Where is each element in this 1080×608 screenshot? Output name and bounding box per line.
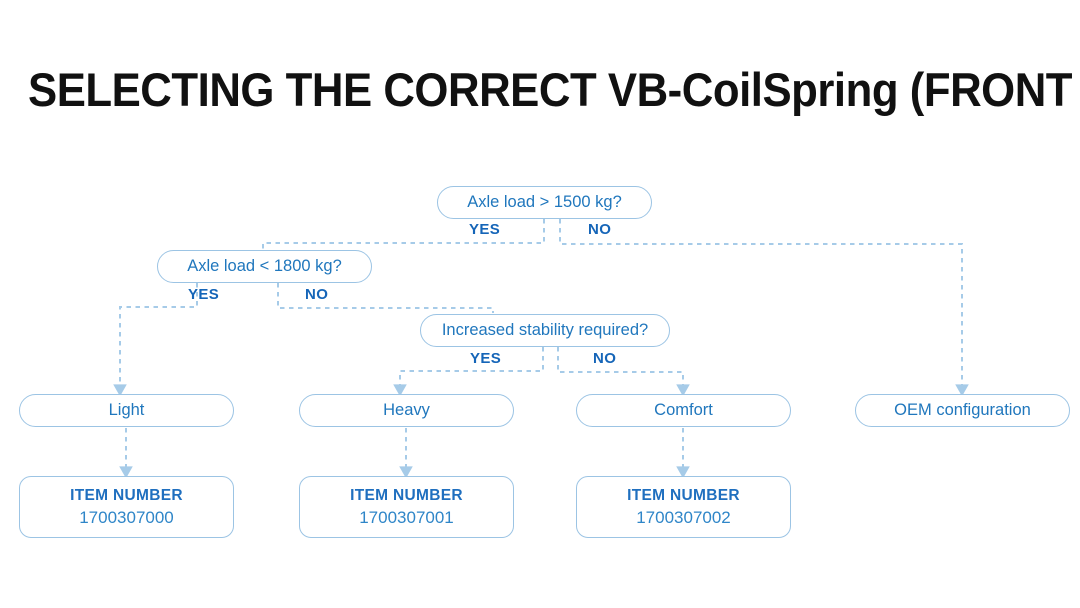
- outcome-label: Heavy: [383, 401, 430, 419]
- edge-q1-no: [559, 219, 969, 397]
- edge-q1-yes: [262, 219, 545, 249]
- decision-node-axle-load-1800[interactable]: Axle load < 1800 kg?: [157, 250, 372, 283]
- decision-node-increased-stability[interactable]: Increased stability required?: [420, 314, 670, 347]
- item-number-title: ITEM NUMBER: [627, 486, 740, 504]
- branch-label-q1-no: NO: [588, 221, 612, 238]
- item-number-title: ITEM NUMBER: [350, 486, 463, 504]
- edge-q2-no: [277, 283, 494, 313]
- page-title: SELECTING THE CORRECT VB-CoilSpring (FRO…: [28, 63, 1080, 116]
- branch-label-q2-yes: YES: [188, 286, 220, 303]
- item-number-box-3[interactable]: ITEM NUMBER 1700307002: [576, 476, 791, 538]
- outcome-label: OEM configuration: [894, 401, 1031, 419]
- item-number-value: 1700307001: [359, 507, 454, 527]
- decision-node-axle-load-1500[interactable]: Axle load > 1500 kg?: [437, 186, 652, 219]
- outcome-pill-comfort[interactable]: Comfort: [576, 394, 791, 427]
- branch-label-q1-yes: YES: [469, 221, 501, 238]
- outcome-pill-oem-configuration[interactable]: OEM configuration: [855, 394, 1070, 427]
- branch-label-q3-yes: YES: [470, 350, 502, 367]
- branch-label-q3-no: NO: [593, 350, 617, 367]
- item-number-title: ITEM NUMBER: [70, 486, 183, 504]
- decision-node-label: Axle load > 1500 kg?: [467, 193, 622, 211]
- decision-node-label: Axle load < 1800 kg?: [187, 257, 342, 275]
- outcome-label: Light: [108, 401, 145, 419]
- item-number-box-2[interactable]: ITEM NUMBER 1700307001: [299, 476, 514, 538]
- outcome-pill-light[interactable]: Light: [19, 394, 234, 427]
- outcome-pill-heavy[interactable]: Heavy: [299, 394, 514, 427]
- edge-q3-no: [557, 347, 690, 397]
- branch-label-q2-no: NO: [305, 286, 329, 303]
- outcome-label: Comfort: [654, 401, 713, 419]
- edge-q3-yes: [393, 347, 544, 397]
- item-number-box-1[interactable]: ITEM NUMBER 1700307000: [19, 476, 234, 538]
- decision-node-label: Increased stability required?: [441, 321, 649, 339]
- item-number-value: 1700307002: [636, 507, 731, 527]
- item-number-value: 1700307000: [79, 507, 174, 527]
- edge-q2-yes: [113, 283, 198, 397]
